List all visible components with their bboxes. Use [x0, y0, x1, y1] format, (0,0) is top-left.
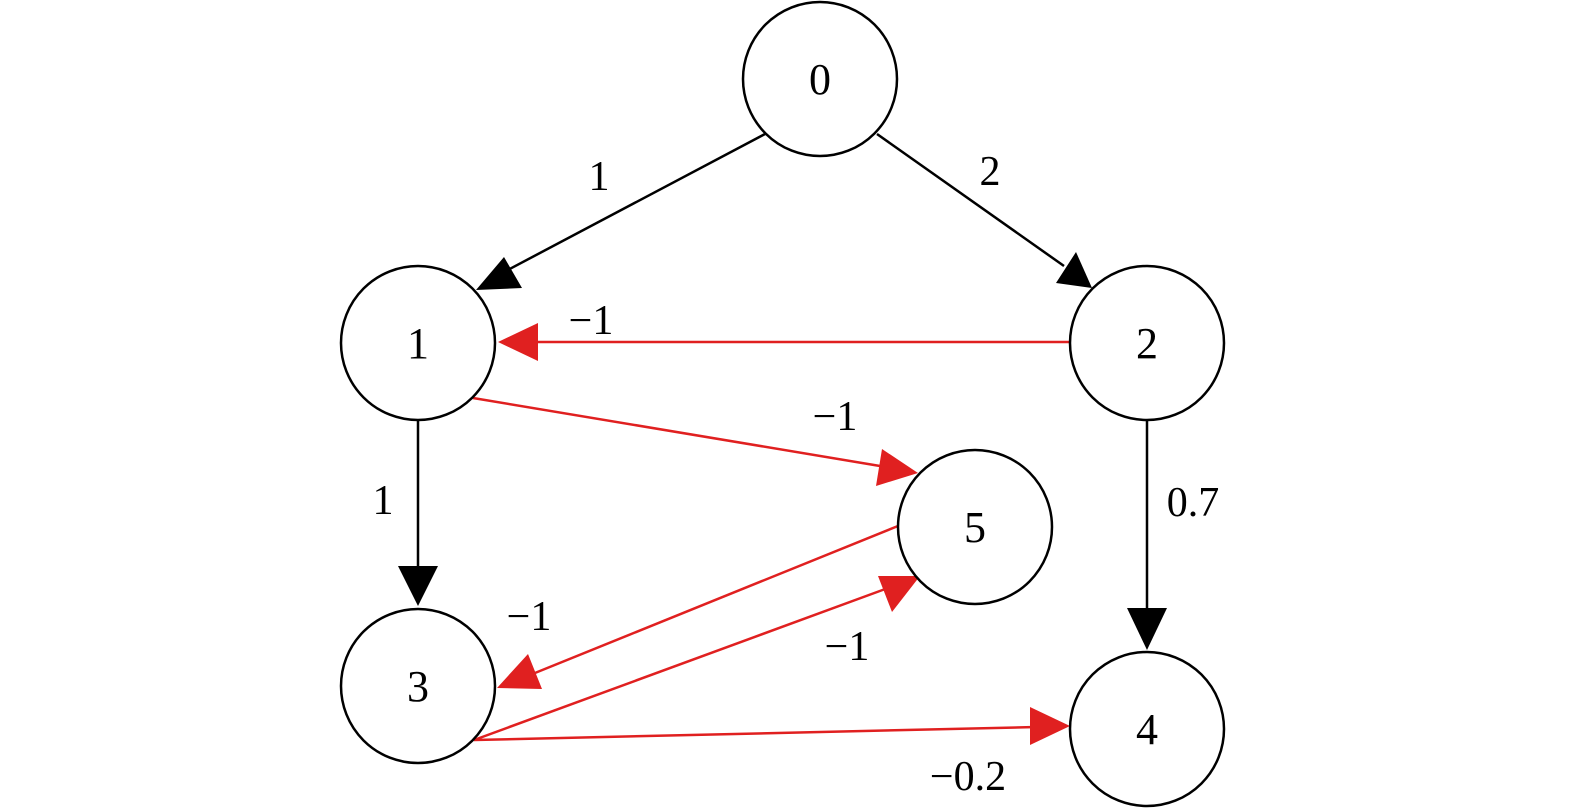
edge-0-1: 1	[476, 132, 766, 290]
edge-weight-2-1: −1	[569, 298, 614, 344]
edge-weight-5-3: −1	[507, 594, 552, 640]
node-5: 5	[896, 448, 1054, 606]
edge-3-5: −1	[473, 576, 920, 742]
edge-weight-1-3: 1	[373, 478, 394, 524]
edge-1-3: 1	[373, 420, 438, 606]
edge-3-4: −0.2	[473, 707, 1070, 800]
node-label-4: 4	[1136, 705, 1158, 754]
nodes: 0 1 2 3 4 5	[339, 0, 1226, 808]
edges: 1 2 −1 −1 1 0.7	[373, 132, 1219, 800]
node-label-2: 2	[1136, 319, 1158, 368]
node-3: 3	[339, 607, 497, 765]
node-0: 0	[741, 0, 899, 158]
node-label-1: 1	[407, 319, 429, 368]
edge-weight-1-5: −1	[813, 394, 858, 440]
edge-1-5: −1	[472, 394, 918, 486]
edge-0-2: 2	[876, 132, 1092, 288]
edge-weight-2-4: 0.7	[1167, 480, 1220, 526]
node-label-5: 5	[964, 503, 986, 552]
edge-weight-0-2: 2	[980, 149, 1001, 195]
edge-2-1: −1	[498, 298, 1072, 361]
node-1: 1	[339, 264, 497, 422]
node-label-3: 3	[407, 662, 429, 711]
edge-5-3: −1	[497, 524, 899, 689]
edge-2-4: 0.7	[1127, 420, 1219, 650]
edge-weight-3-5: −1	[825, 624, 870, 670]
edge-weight-3-4: −0.2	[930, 754, 1006, 800]
edge-weight-0-1: 1	[589, 154, 610, 200]
node-4: 4	[1068, 650, 1226, 808]
node-label-0: 0	[809, 55, 831, 104]
node-2: 2	[1068, 264, 1226, 422]
